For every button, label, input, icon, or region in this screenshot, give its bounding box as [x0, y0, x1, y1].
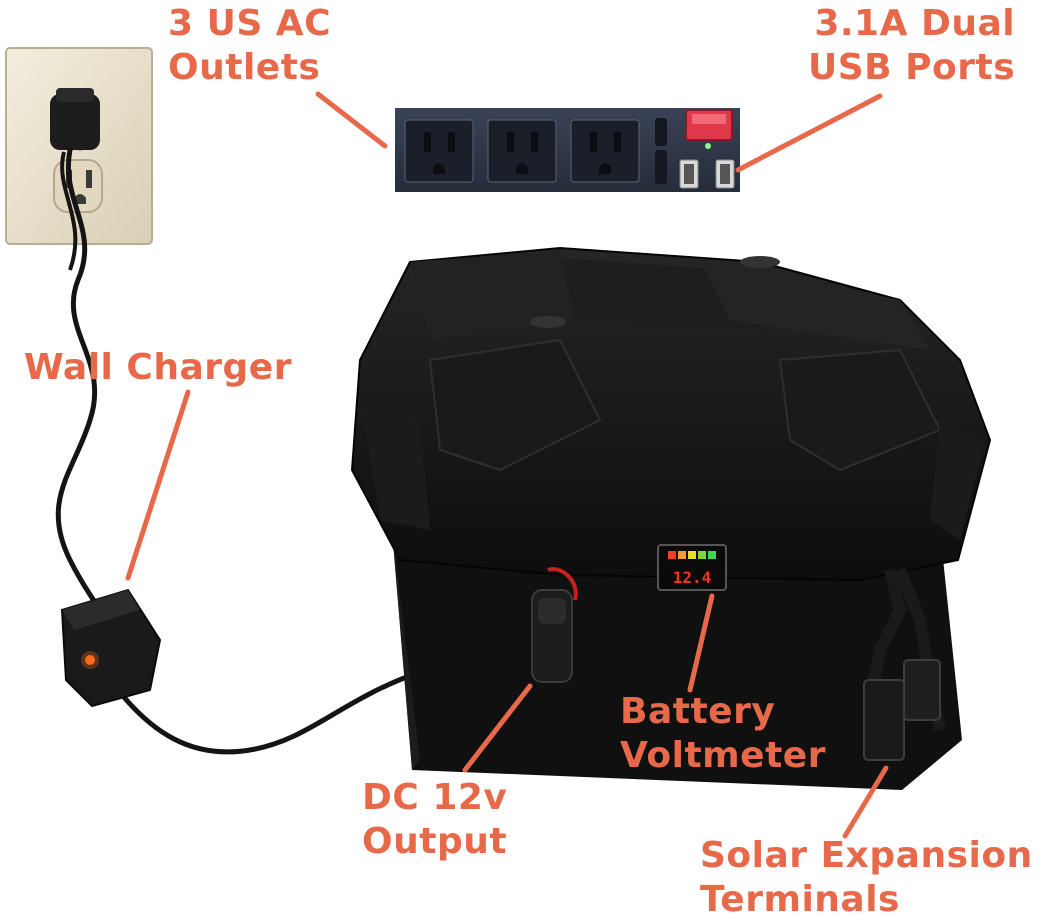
label-ac-outlets: 3 US AC Outlets — [168, 2, 331, 90]
cigarette-socket-icon — [531, 567, 578, 683]
label-voltmeter-line1: Battery — [620, 691, 776, 732]
charger-brick-icon — [60, 588, 162, 708]
callout-wall-charger — [125, 389, 191, 581]
label-wall-charger-line1: Wall Charger — [24, 347, 292, 388]
wall-charger-cable — [55, 147, 103, 615]
label-usb-ports: 3.1A Dual USB Ports — [808, 2, 1015, 90]
battery-voltmeter: 12.4 — [657, 544, 727, 591]
label-ac-outlets-line2: Outlets — [168, 47, 321, 88]
voltmeter-reading: 12.4 — [673, 568, 712, 587]
label-solar-line2: Terminals — [700, 879, 900, 920]
label-solar-terminals: Solar Expansion Terminals — [700, 834, 1033, 922]
label-voltmeter-line2: Voltmeter — [620, 735, 826, 776]
callout-usb-ports — [735, 93, 883, 173]
outlet-panel — [395, 108, 740, 192]
wall-outlet-icon — [5, 47, 153, 245]
label-dc-output-line1: DC 12v — [362, 777, 508, 818]
ac-outlet-icon — [404, 119, 474, 183]
callout-voltmeter — [687, 593, 715, 693]
rocker-switch-icon — [685, 109, 733, 141]
usb-port-icon — [679, 159, 699, 189]
callout-lines — [125, 91, 889, 839]
label-solar-line1: Solar Expansion — [700, 835, 1033, 876]
label-dc-output-line2: Output — [362, 821, 508, 862]
label-wall-charger: Wall Charger — [24, 346, 292, 390]
label-ac-outlets-line1: 3 US AC — [168, 3, 332, 44]
callout-ac-outlets — [315, 91, 388, 149]
mc4-connector-icon — [863, 567, 946, 761]
callout-solar — [842, 765, 889, 839]
label-usb-ports-line1: 3.1A Dual — [814, 3, 1016, 44]
callout-dc-output — [462, 683, 533, 773]
ac-outlet-icon — [487, 119, 557, 183]
usb-port-icon — [715, 159, 735, 189]
label-usb-ports-line2: USB Ports — [808, 47, 1016, 88]
label-dc-output: DC 12v Output — [362, 776, 507, 864]
ac-outlet-icon — [570, 119, 640, 183]
label-battery-voltmeter: Battery Voltmeter — [620, 690, 826, 778]
